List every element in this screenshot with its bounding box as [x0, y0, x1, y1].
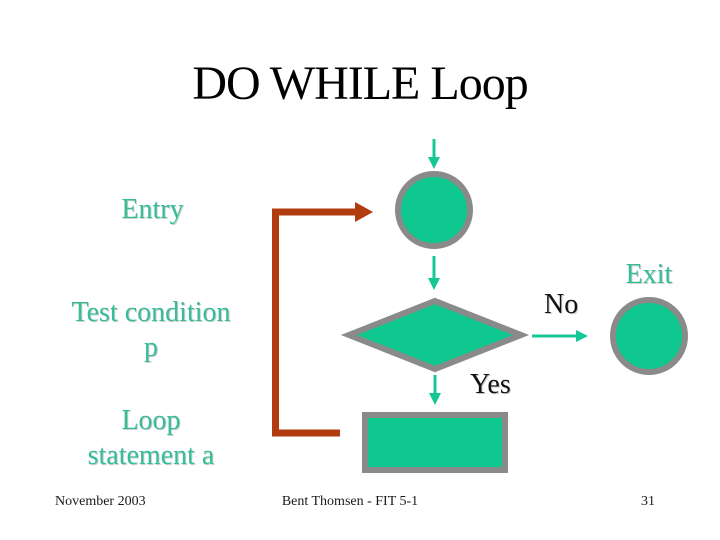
- flow-arrow-yes-to-statement: [429, 375, 441, 405]
- loop-statement-line1: Loop: [121, 405, 181, 436]
- footer-page-number: 31: [641, 494, 655, 509]
- loop-statement-line2: statement a: [87, 440, 215, 471]
- exit-label: Exit: [625, 259, 673, 290]
- entry-label: Entry: [121, 194, 184, 225]
- loop-back-connector: [272, 202, 373, 437]
- test-condition-line1: Test condition: [71, 297, 231, 328]
- decision-diamond: [340, 297, 530, 373]
- exit-circle: [610, 297, 688, 375]
- entry-circle: [395, 171, 473, 249]
- loop-statement-rect: [362, 412, 508, 473]
- footer-date: November 2003: [55, 494, 146, 509]
- loop-back-arrowhead: [355, 202, 373, 222]
- yes-branch-label: Yes: [470, 369, 511, 400]
- no-branch-label: No: [544, 289, 579, 320]
- test-condition-line2: p: [144, 332, 158, 363]
- loop-statement-label: Loop statement a: [40, 403, 262, 473]
- test-condition-label: Test condition p: [40, 295, 262, 365]
- flow-arrow-into-entry: [428, 139, 440, 169]
- flow-arrow-no-to-exit: [532, 330, 588, 342]
- slide-title: DO WHILE Loop: [192, 57, 528, 110]
- footer-author: Bent Thomsen - FIT 5-1: [281, 494, 419, 509]
- flow-arrow-entry-to-decision: [428, 256, 440, 290]
